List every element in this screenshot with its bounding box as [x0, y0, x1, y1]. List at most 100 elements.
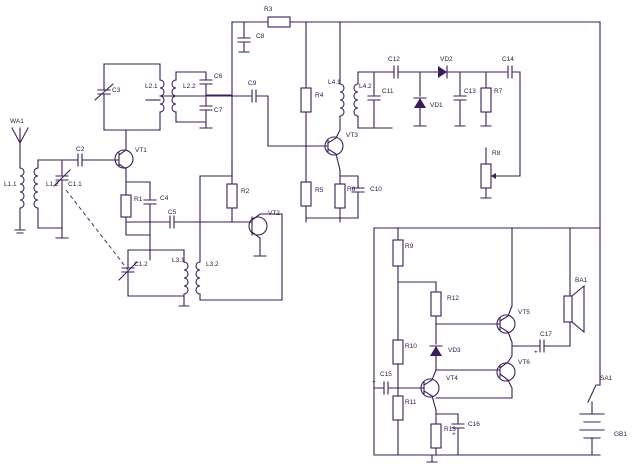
diode-vd3: VD3 — [429, 323, 499, 371]
diode-vd1: VD1 — [413, 71, 443, 127]
antenna-wa1: WA1 — [10, 118, 29, 161]
resistor-r1: R1 — [120, 181, 151, 236]
label-l2-1: L2.1 — [145, 83, 158, 90]
resistor-r11: R11 — [392, 379, 417, 456]
resistor-r9: R9 — [392, 227, 437, 283]
label-gb1: GB1 — [614, 431, 627, 438]
label-r3: R3 — [264, 6, 273, 13]
label-c12: C12 — [388, 56, 400, 63]
label-c8: C8 — [256, 33, 265, 40]
label-r2: R2 — [241, 188, 250, 195]
label-c14: C14 — [502, 56, 514, 63]
resistor-r13: R13 C16 + — [430, 409, 480, 456]
label-c1-1: C1.1 — [68, 181, 82, 188]
label-r9: R9 — [405, 243, 414, 250]
label-r8: R8 — [492, 150, 501, 157]
battery-gb1: GB1 — [579, 413, 627, 456]
label-c5: C5 — [168, 209, 177, 216]
label-vt2: VT2 — [268, 210, 280, 217]
transistor-vt5: VT5 — [496, 227, 530, 347]
resistor-r2: R2 — [226, 159, 250, 223]
top-rail: R3 — [231, 6, 601, 386]
capacitor-c9: C9 — [159, 80, 313, 147]
ground-link — [305, 217, 341, 223]
potentiometer-r8: R8 — [480, 149, 501, 199]
label-r10: R10 — [405, 343, 417, 350]
transistor-vt4: VT4 — [420, 369, 458, 411]
label-r5: R5 — [315, 187, 324, 194]
polarity-plus-3: + — [534, 349, 538, 356]
label-c11: C11 — [382, 88, 394, 95]
osc-coil-l3: C1.2 L3.1 L3.2 — [118, 175, 283, 307]
switch-sa1: SA1 — [587, 375, 613, 415]
label-c3: C3 — [112, 87, 121, 94]
label-r1: R1 — [134, 196, 143, 203]
label-vd2: VD2 — [440, 56, 453, 63]
capacitor-c15: C15 + — [372, 371, 423, 395]
label-l1-2: L1.2 — [46, 181, 59, 188]
capacitor-c13: C13 — [453, 71, 476, 127]
label-wa1: WA1 — [10, 118, 24, 125]
capacitor-c5: C5 — [125, 209, 245, 229]
label-vd3: VD3 — [448, 347, 461, 354]
transistor-vt6: VT6 — [435, 345, 530, 399]
label-c4: C4 — [160, 195, 169, 202]
speaker-ba1: BA1 — [563, 227, 588, 334]
label-l4-2: L4.2 — [359, 83, 372, 90]
label-c17: C17 — [540, 331, 552, 338]
label-c10: C10 — [370, 186, 382, 193]
input-coil-l1: L1.1 L1.2 C1.1 — [4, 159, 129, 271]
label-ba1: BA1 — [575, 277, 588, 284]
coil-l4: L4.1 L4.2 — [328, 21, 393, 129]
capacitor-c8: C8 — [237, 21, 265, 53]
resistor-r5: R5 — [300, 145, 359, 219]
tank-l2-c3: C3 L2.1 L2.2 C6 C7 — [94, 63, 233, 131]
transistor-vt1: VT1 — [111, 129, 147, 196]
label-l3-1: L3.1 — [172, 257, 185, 264]
label-r4: R4 — [315, 92, 324, 99]
label-vt4: VT4 — [446, 375, 458, 382]
capacitor-c4: C4 — [143, 195, 169, 261]
polarity-plus-2: + — [452, 431, 456, 438]
label-vd1: VD1 — [430, 102, 443, 109]
label-l3-2: L3.2 — [206, 261, 219, 268]
resistor-r7: R7 — [480, 71, 503, 127]
label-r13: R13 — [444, 426, 456, 433]
label-c2: C2 — [76, 146, 85, 153]
capacitor-c12: C12 — [388, 56, 421, 79]
label-r6: R6 — [347, 186, 356, 193]
resistor-r12: R12 — [430, 281, 499, 325]
transistor-vt3: VT3 — [311, 117, 358, 171]
label-l4-1: L4.1 — [328, 79, 341, 86]
label-c9: C9 — [248, 80, 257, 87]
resistor-r4: R4 — [300, 21, 324, 147]
label-c16: C16 — [468, 421, 480, 428]
polarity-plus: + — [372, 379, 376, 386]
label-c15: C15 — [380, 371, 392, 378]
label-c6: C6 — [214, 73, 223, 80]
transistor-vt2: VT2 — [243, 210, 283, 257]
label-c13: C13 — [464, 88, 476, 95]
capacitor-c17: C17 + — [511, 321, 571, 356]
amp-frame — [373, 147, 601, 456]
label-c7: C7 — [214, 107, 223, 114]
label-vt6: VT6 — [518, 359, 530, 366]
label-r12: R12 — [447, 295, 459, 302]
capacitor-c2: C2 — [61, 146, 113, 167]
label-sa1: SA1 — [600, 375, 613, 382]
label-l1-1: L1.1 — [4, 181, 17, 188]
capacitor-c11: C11 — [367, 71, 394, 129]
resistor-r10: R10 — [392, 281, 417, 381]
label-r11: R11 — [405, 399, 417, 406]
ground-symbol — [426, 454, 438, 463]
label-c1-2: C1.2 — [134, 261, 148, 268]
label-l2-2: L2.2 — [183, 83, 196, 90]
label-vt5: VT5 — [518, 309, 530, 316]
diode-vd2: VD2 — [419, 56, 501, 79]
resistor-r6: R6 C10 — [334, 169, 382, 219]
label-r7: R7 — [494, 88, 503, 95]
label-vt1: VT1 — [135, 147, 147, 154]
label-vt3: VT3 — [346, 132, 358, 139]
capacitor-c14: C14 — [495, 56, 521, 177]
